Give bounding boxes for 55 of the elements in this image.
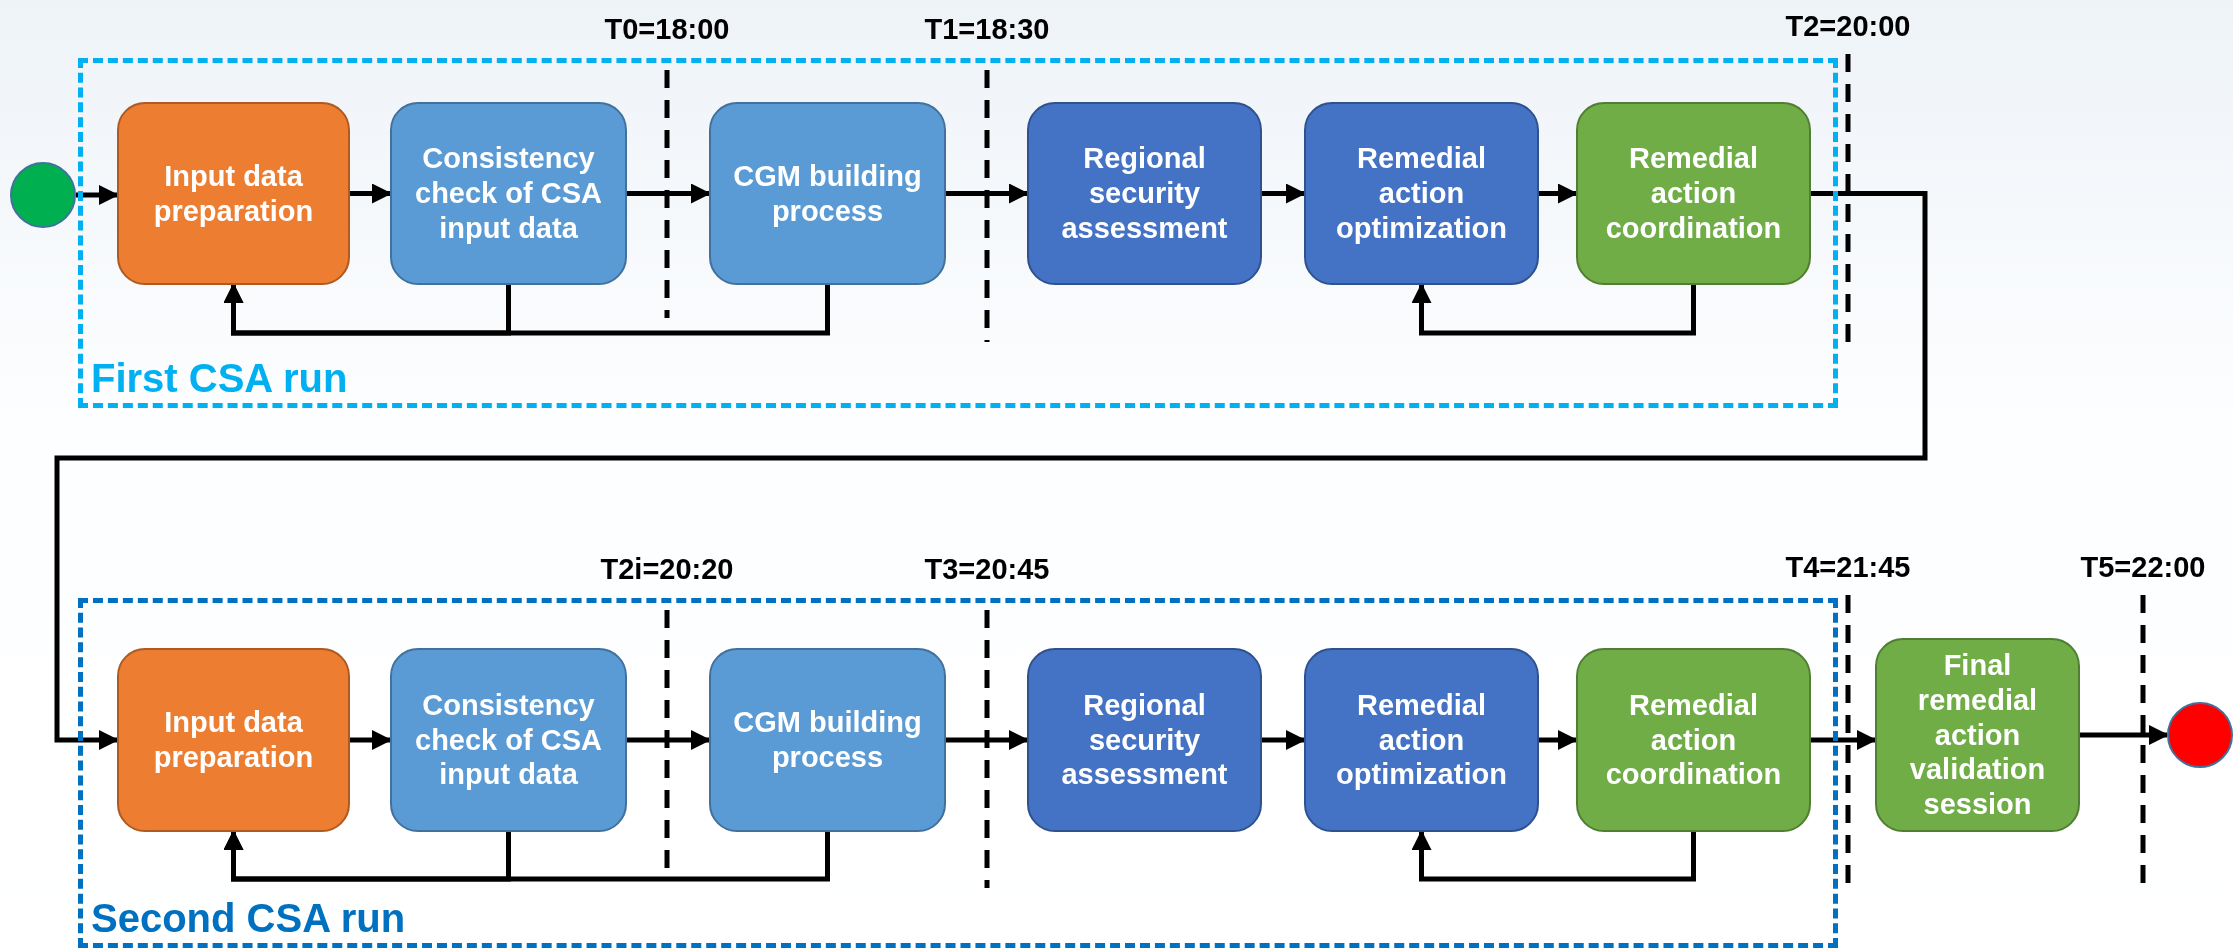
arrow bbox=[1411, 830, 1696, 882]
arrow bbox=[1539, 730, 1578, 750]
box-label: Input data preparation bbox=[152, 158, 315, 229]
process-box bbox=[709, 102, 946, 285]
time-label: T1=18:30 bbox=[924, 13, 1050, 46]
time-label: T2=20:00 bbox=[1785, 10, 1911, 43]
arrow bbox=[223, 283, 830, 336]
group-title: Second CSA run bbox=[91, 896, 406, 941]
process-box bbox=[117, 648, 350, 832]
arrow bbox=[1411, 283, 1696, 336]
arrow bbox=[1811, 730, 1877, 750]
process-box bbox=[1027, 102, 1262, 285]
process-box bbox=[1576, 648, 1811, 832]
process-box bbox=[1576, 102, 1811, 285]
box-label: CGM building process bbox=[732, 705, 923, 775]
arrow bbox=[1539, 183, 1578, 204]
process-box bbox=[709, 648, 946, 832]
box-label: Remedial action coordination bbox=[1604, 687, 1783, 793]
arrow bbox=[223, 830, 830, 882]
box-label: Regional security assessment bbox=[1060, 687, 1229, 793]
arrow bbox=[350, 730, 392, 750]
time-label: T0=18:00 bbox=[604, 13, 730, 46]
box-label: Final remedial action validation session bbox=[1908, 648, 2047, 822]
arrow bbox=[946, 183, 1029, 204]
box-label: Remedial action coordination bbox=[1604, 141, 1783, 246]
arrow bbox=[627, 730, 711, 750]
box-label: Consistency check of CSA input data bbox=[414, 141, 603, 246]
arrow bbox=[54, 191, 1928, 750]
box-label: Remedial action optimization bbox=[1335, 687, 1508, 793]
process-box bbox=[390, 102, 627, 285]
group-frame bbox=[78, 58, 1838, 408]
process-box bbox=[1875, 638, 2080, 832]
time-label: T3=20:45 bbox=[924, 553, 1050, 586]
process-box bbox=[1027, 648, 1262, 832]
arrow bbox=[946, 730, 1029, 750]
process-box bbox=[117, 102, 350, 285]
time-label: T4=21:45 bbox=[1785, 551, 1911, 584]
arrow bbox=[76, 185, 119, 205]
box-label: Remedial action optimization bbox=[1335, 141, 1508, 246]
arrow bbox=[627, 183, 711, 204]
time-label: T5=22:00 bbox=[2080, 551, 2206, 584]
arrow bbox=[2080, 725, 2169, 745]
box-label: Consistency check of CSA input data bbox=[414, 687, 603, 793]
group-title: First CSA run bbox=[91, 356, 348, 401]
box-label: Input data preparation bbox=[152, 705, 315, 775]
group-frame bbox=[78, 598, 1838, 948]
arrow bbox=[1262, 730, 1306, 750]
arrow bbox=[1262, 183, 1306, 204]
process-box bbox=[1304, 648, 1539, 832]
box-label: CGM building process bbox=[732, 158, 923, 229]
time-label: T2i=20:20 bbox=[600, 553, 734, 586]
box-label: Regional security assessment bbox=[1060, 141, 1229, 246]
process-box bbox=[1304, 102, 1539, 285]
arrow bbox=[350, 183, 392, 204]
process-box bbox=[390, 648, 627, 832]
